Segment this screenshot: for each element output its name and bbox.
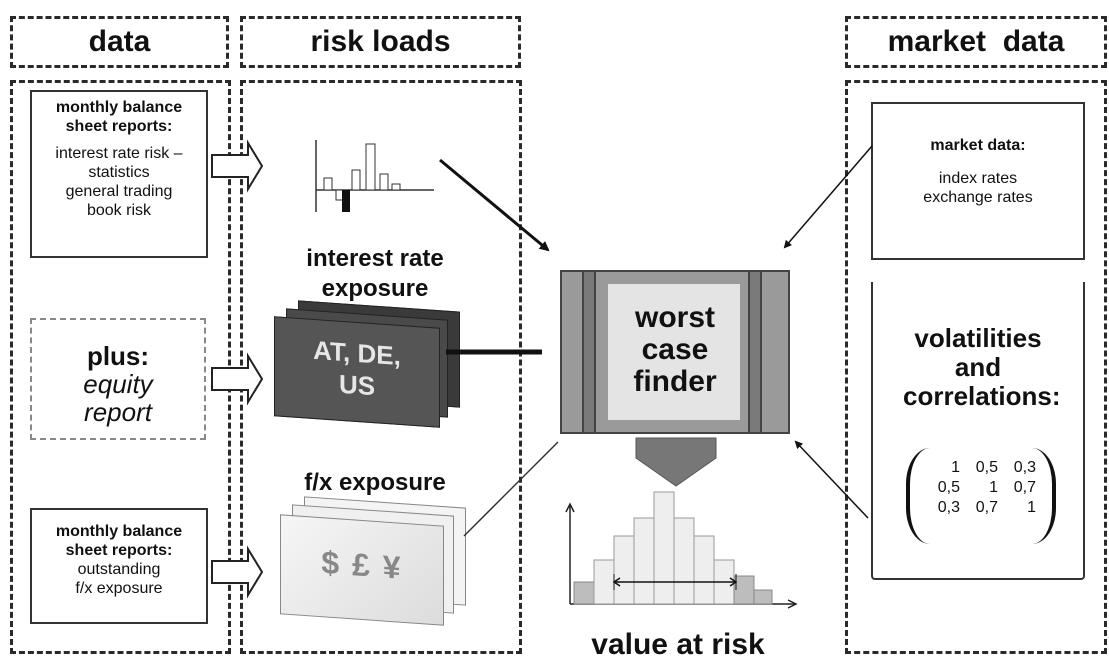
- equity-line: report: [84, 397, 152, 427]
- box-line: book risk: [86, 202, 152, 219]
- header-data-label: data: [88, 25, 151, 58]
- matrix-cell: 0,7: [1013, 479, 1036, 496]
- volatilities-box: volatilities and correlations:: [871, 282, 1085, 580]
- finder-right-bar: [748, 272, 762, 432]
- arrow-volatility-to-finder: [794, 440, 869, 519]
- market-data-title: market data:: [930, 137, 1026, 154]
- header-risk-loads-label: risk loads: [310, 25, 451, 58]
- worst-case-finder: worst case finder: [560, 270, 790, 434]
- box-line: f/x exposure: [75, 580, 163, 597]
- arrow-fx-to-finder: [463, 441, 559, 537]
- fx-exposure-label: f/x exposure: [304, 469, 446, 496]
- correlation-matrix: 1 0,5 0,3 0,5 1 0,7 0,3 0,7 1: [906, 448, 1056, 548]
- finder-label: worst case finder: [633, 301, 717, 398]
- balance-sheet-box-interest: monthly balance sheet reports: interest …: [30, 90, 208, 258]
- market-line: exchange rates: [923, 189, 1033, 206]
- arrow-market-to-finder: [783, 145, 873, 249]
- box-line: statistics: [88, 164, 150, 181]
- matrix-cell: 0,5: [937, 479, 960, 496]
- matrix-cell: 1: [989, 479, 998, 496]
- matrix-right-paren: [1032, 448, 1056, 544]
- header-risk-loads: risk loads: [240, 16, 521, 68]
- matrix-cell: 0,3: [1013, 459, 1036, 476]
- matrix-cell: 1: [951, 459, 960, 476]
- header-data: data: [10, 16, 229, 68]
- market-data-box: market data: index rates exchange rates: [871, 102, 1085, 260]
- matrix-cell: 1: [1027, 499, 1036, 516]
- box-line: general trading: [65, 183, 173, 200]
- matrix-table: 1 0,5 0,3 0,5 1 0,7 0,3 0,7 1: [924, 458, 1038, 518]
- matrix-cell: 0,3: [937, 499, 960, 516]
- histogram-icon: [565, 491, 798, 609]
- market-line: index rates: [938, 170, 1018, 187]
- finder-panel: [608, 284, 740, 420]
- box-line: interest rate risk –: [55, 145, 183, 162]
- arrow-interest-to-finder: [439, 158, 550, 252]
- header-market-data: market data: [845, 16, 1107, 68]
- equity-plus-label: plus:: [86, 341, 150, 371]
- volatilities-title: volatilities and correlations:: [903, 323, 1061, 411]
- equity-line: equity: [83, 369, 153, 399]
- block-arrow-icon: [211, 139, 264, 599]
- matrix-left-paren: [906, 448, 930, 544]
- balance-sheet-title: monthly balance sheet reports:: [55, 99, 183, 135]
- matrix-cell: 0,7: [975, 499, 998, 516]
- equity-report-box: plus: equity report: [30, 318, 206, 440]
- value-at-risk-label: value at risk: [591, 628, 765, 661]
- balance-sheet-box-fx: monthly balance sheet reports: outstandi…: [30, 508, 208, 624]
- matrix-cell: 0,5: [975, 459, 998, 476]
- interest-rate-exposure-label: interest rate exposure: [306, 245, 444, 302]
- box-line: outstanding: [77, 561, 161, 578]
- down-arrow-icon: [635, 437, 717, 487]
- interest-chart-icon: [315, 140, 434, 212]
- header-market-data-label: market data: [887, 25, 1065, 58]
- balance-sheet-title: monthly balance sheet reports:: [55, 523, 183, 559]
- market-data-column: [845, 80, 1107, 654]
- finder-left-bar: [582, 272, 596, 432]
